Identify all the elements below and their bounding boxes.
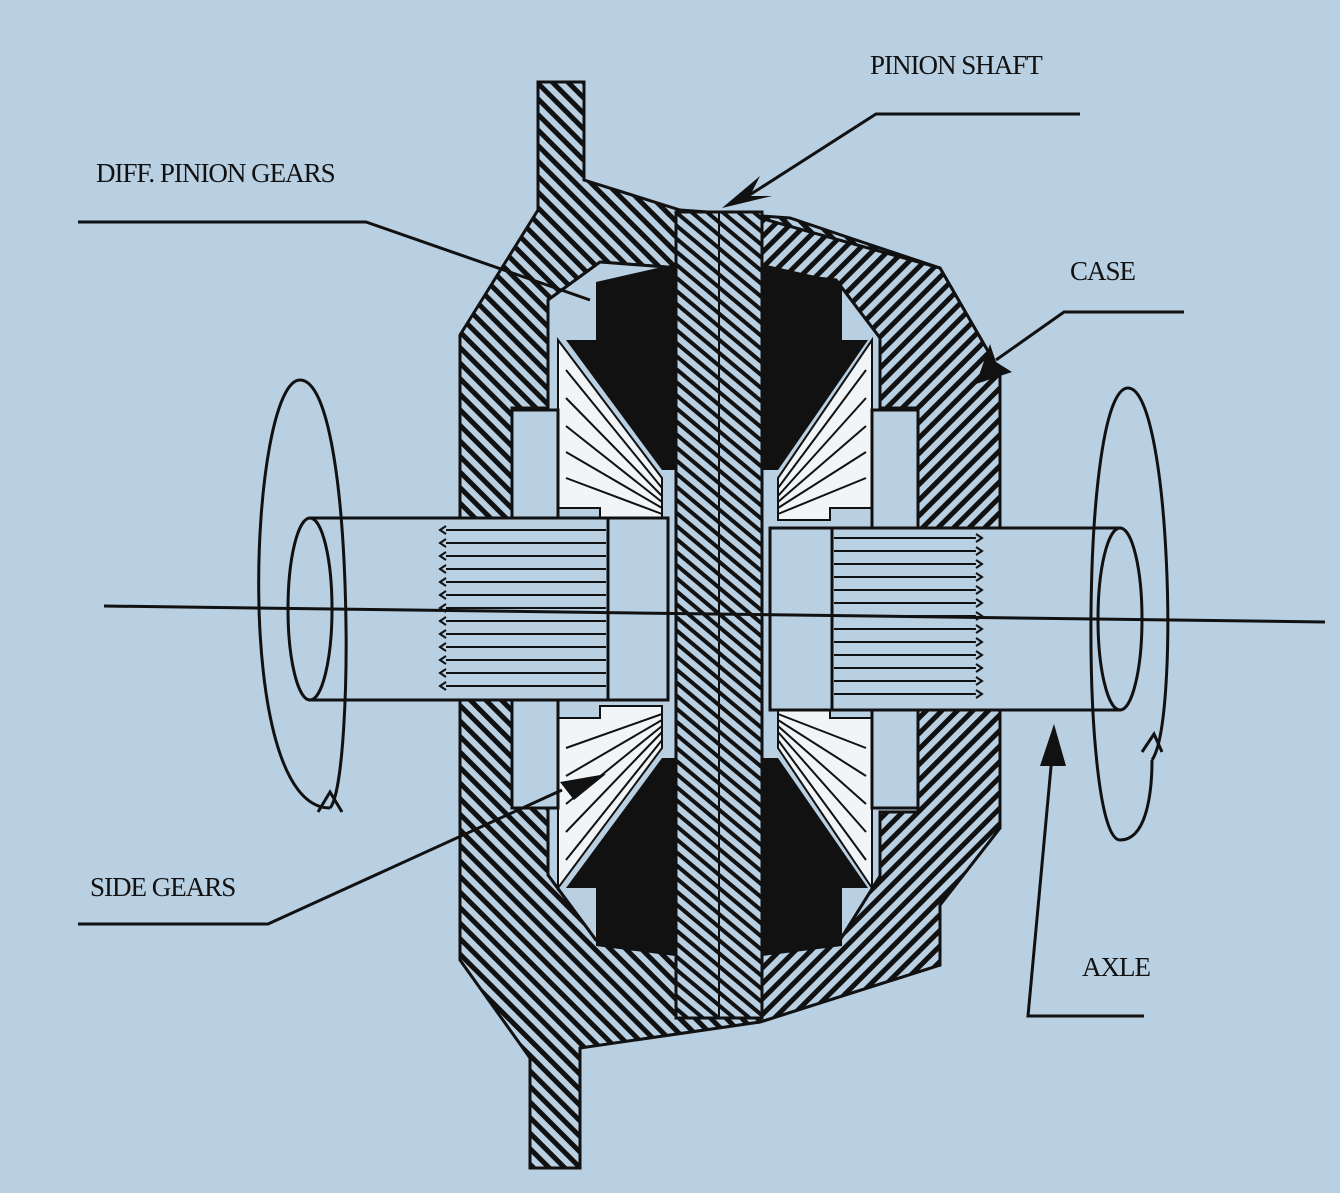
spline-tooth — [438, 681, 447, 691]
label-axle: AXLE — [1082, 952, 1150, 982]
axle-splines-left — [438, 525, 606, 691]
diff-pinion-gear-top-left — [566, 264, 675, 470]
pinion-shaft-leader — [747, 112, 1080, 198]
pinion-shaft-arrowhead — [722, 176, 772, 208]
spline-tooth — [975, 598, 984, 608]
spline-tooth — [975, 546, 984, 556]
spline-tooth — [975, 650, 984, 660]
side-gears-arrowhead — [560, 774, 606, 800]
axle-arrowhead — [1040, 724, 1066, 766]
spline-tooth — [438, 577, 447, 587]
axle-centerline — [103, 604, 1326, 624]
spline-tooth — [975, 663, 984, 673]
label-diff-pinion-gears: DIFF. PINION GEARS — [96, 158, 335, 188]
axle-leader — [1026, 755, 1144, 1018]
spline-tooth — [438, 551, 447, 561]
side-gear-right — [777, 336, 873, 892]
rotation-arrow-right — [1089, 386, 1170, 842]
diff-pinion-gear-bottom-right — [762, 758, 868, 956]
diff-pinion-gears-leader — [78, 220, 591, 302]
spline-tooth — [975, 559, 984, 569]
spline-tooth — [438, 525, 447, 535]
label-case: CASE — [1070, 256, 1136, 286]
case-leader — [995, 310, 1184, 362]
spline-tooth — [975, 572, 984, 582]
spline-tooth — [975, 637, 984, 647]
case-arrowhead — [976, 344, 1012, 384]
spline-tooth — [975, 676, 984, 686]
spline-tooth — [438, 616, 447, 626]
spline-tooth — [438, 564, 447, 574]
label-pinion-shaft: PINION SHAFT — [870, 50, 1043, 80]
spline-tooth — [975, 689, 984, 699]
diff-pinion-gear-bottom-left — [566, 758, 675, 956]
side-gears-leader — [78, 788, 563, 926]
spline-tooth — [975, 624, 984, 634]
spline-tooth — [438, 655, 447, 665]
spline-tooth — [438, 538, 447, 548]
spline-tooth — [438, 590, 447, 600]
label-side-gears: SIDE GEARS — [90, 872, 235, 902]
spline-tooth — [438, 629, 447, 639]
spline-tooth — [975, 533, 984, 543]
diff-pinion-gear-top-right — [762, 264, 868, 470]
rotation-arrow-left — [257, 378, 348, 813]
spline-tooth — [438, 668, 447, 678]
spline-tooth — [975, 585, 984, 595]
spline-tooth — [438, 642, 447, 652]
